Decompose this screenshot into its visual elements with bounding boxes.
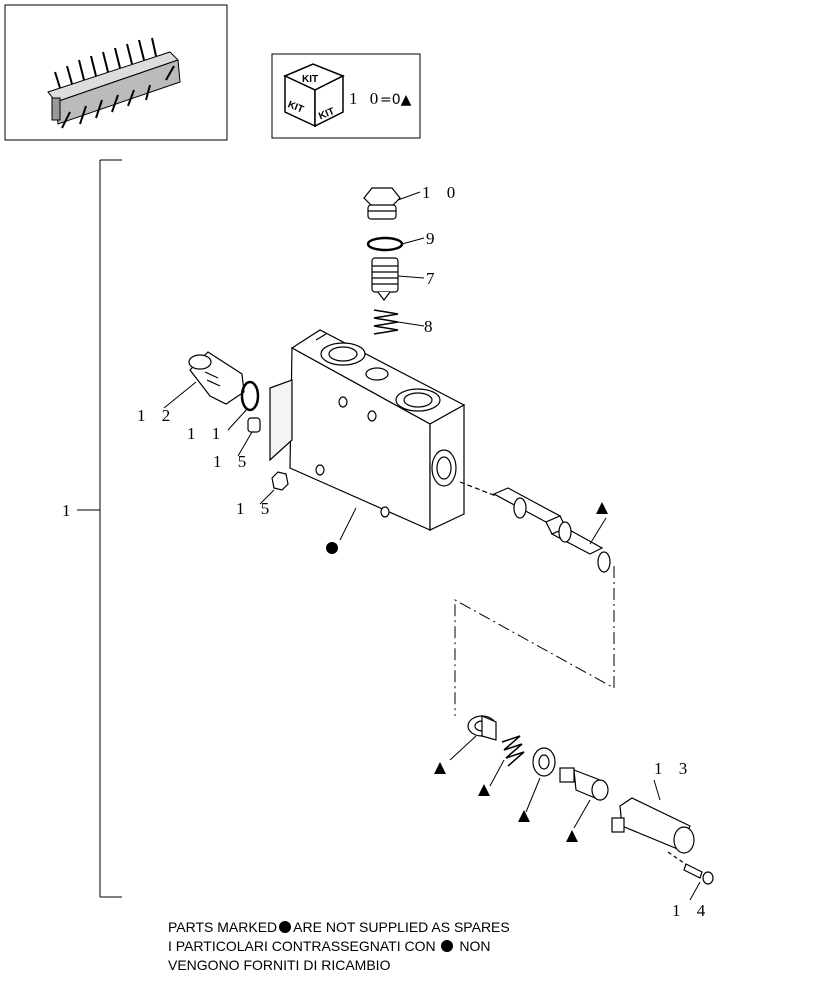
end-cap-part-13 [611,797,695,854]
callout-15-upper: 1 5 [213,452,252,471]
note-english: PARTS MARKED ARE NOT SUPPLIED AS SPARES [168,918,510,937]
callout-10: 1 0 [422,183,461,202]
dot-marker-icon [279,921,292,933]
note-italian-part1: I PARTICOLARI CONTRASSEGNATI CON [168,938,436,954]
seat-part [467,715,497,741]
assembly-path [454,566,615,716]
spool [459,481,611,573]
callout-13: 1 3 [654,759,693,778]
assembly-thumbnail [4,4,228,141]
callout-1: 1 [62,501,77,520]
small-spring [501,735,525,767]
o-ring-part-9 [366,236,404,252]
callout-9: 9 [426,229,441,248]
kit-cube-top-label: KIT [302,74,318,85]
leader-lines [163,191,701,901]
assembly-bracket [77,159,122,898]
kit-legend-symbol: =0▲ [380,92,412,108]
note-italian-line2: VENGONO FORNITI DI RICAMBIO [168,957,391,973]
note-english-part1: PARTS MARKED [168,919,278,935]
note-italian-part2: NON [459,938,491,954]
callout-7: 7 [426,269,441,288]
kit-triangle-markers [434,502,608,842]
piston-part [559,767,609,801]
screw-part-14 [667,851,714,885]
o-ring-part-11 [240,380,260,412]
poppet-part-7 [371,257,399,301]
plug-part-15-lower [271,471,289,491]
spring-part-8 [373,309,399,335]
washer-part [532,747,556,777]
plug-part-15-upper [247,417,261,433]
note-english-part2: ARE NOT SUPPLIED AS SPARES [293,919,510,935]
cover-part-12 [188,351,245,405]
dot-marker-icon [441,940,454,952]
kit-cube-icon [283,63,345,128]
valve-body [269,329,466,531]
kit-legend-box: KIT KIT KIT 1 0 =0▲ [271,53,421,139]
kit-legend-number: 1 0 [349,89,382,108]
callout-11: 1 1 [187,424,226,443]
callout-14: 1 4 [672,901,711,920]
callout-8: 8 [424,317,439,336]
not-spare-dot-marker [326,542,338,554]
callout-12: 1 2 [137,406,176,425]
callout-15-lower: 1 5 [236,499,275,518]
note-italian: I PARTICOLARI CONTRASSEGNATI CON NON [168,937,491,956]
plug-part-10 [363,187,401,220]
